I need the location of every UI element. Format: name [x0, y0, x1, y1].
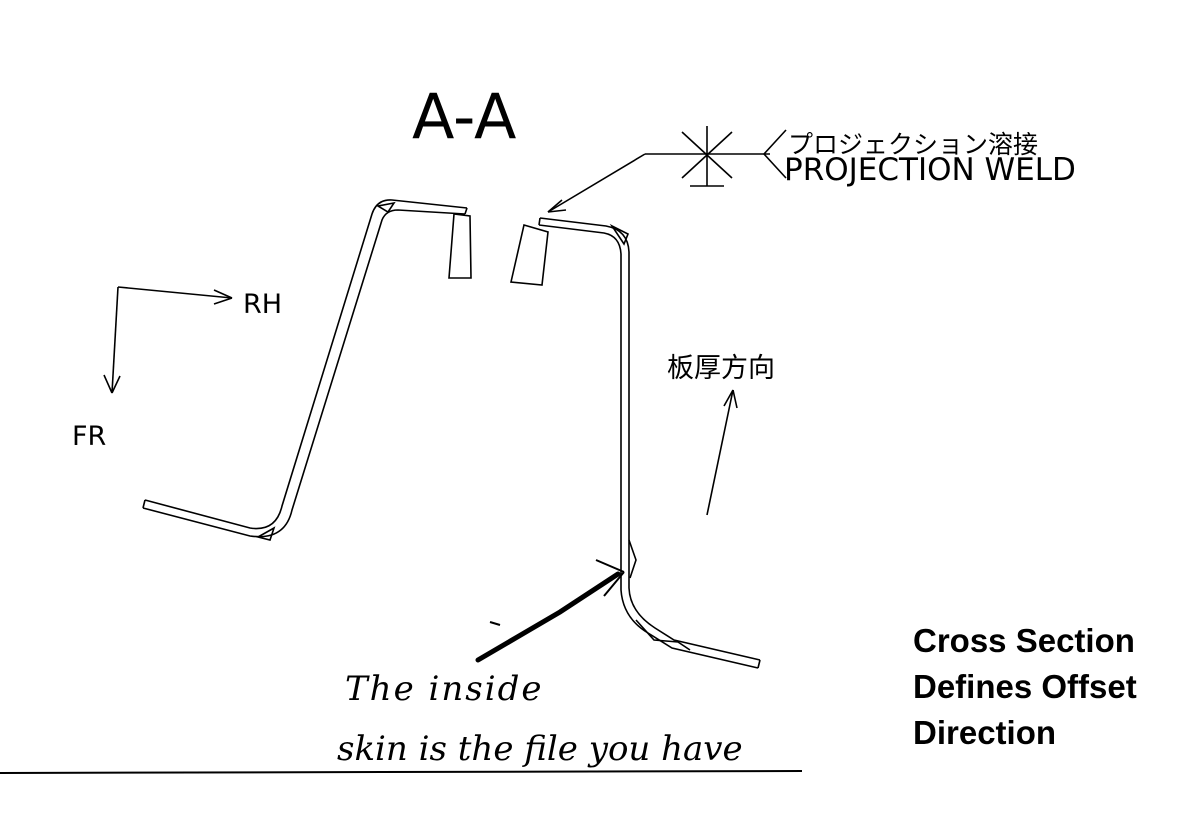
axis-label-rh: RH	[243, 289, 282, 320]
handwritten-note-line1: The inside	[345, 669, 543, 709]
caption-line2: Defines Offset	[913, 668, 1137, 705]
caption-line1: Cross Section	[913, 622, 1135, 659]
caption-line3: Direction	[913, 714, 1057, 751]
axis-arrows	[103, 286, 233, 394]
thickness-direction-arrow	[706, 389, 738, 516]
projection-weld-symbol	[547, 126, 787, 213]
section-title: A-A	[412, 80, 516, 153]
left-weld-nut	[448, 213, 472, 279]
baseline-rule	[0, 770, 803, 774]
right-weld-nut	[510, 223, 549, 286]
right-bracket	[538, 217, 761, 669]
axis-label-fr: FR	[72, 421, 106, 452]
weld-label-japanese: プロジェクション溶接	[788, 130, 1038, 159]
caption-block: Cross Section Defines Offset Direction	[913, 618, 1193, 756]
handwritten-arrow	[475, 559, 625, 663]
weld-label-english: PROJECTION WELD	[784, 152, 1076, 188]
left-bracket	[142, 199, 468, 541]
handwritten-note-line2: skin is the file you have	[337, 729, 743, 769]
thickness-direction-label: 板厚方向	[667, 353, 775, 384]
